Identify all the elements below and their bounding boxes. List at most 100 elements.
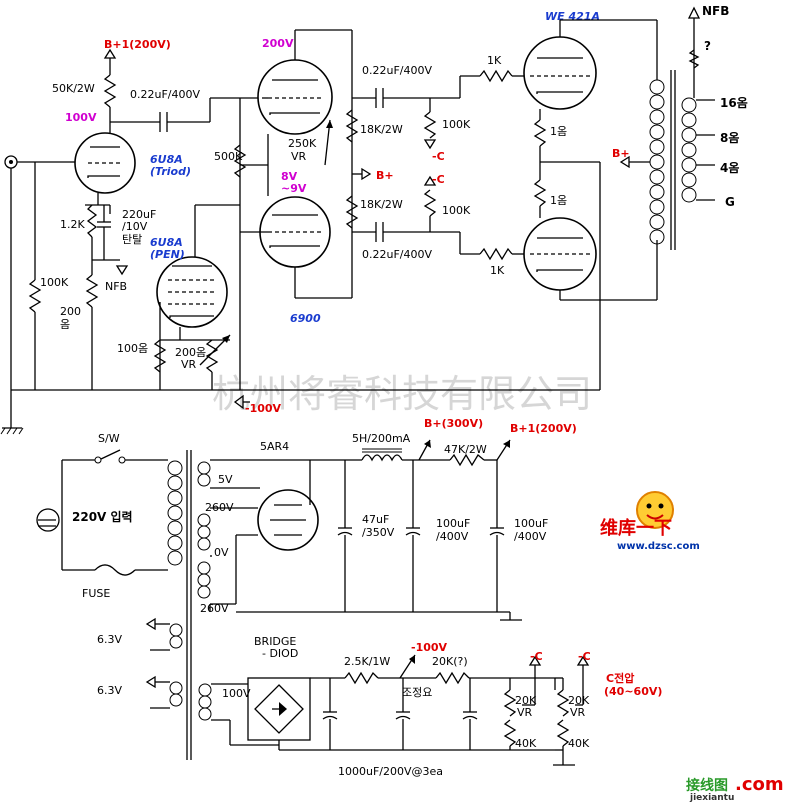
label-minus-c-power-1: -C xyxy=(530,650,543,663)
resistor-1k-bottom xyxy=(479,247,513,261)
tube-6900-upper xyxy=(257,59,333,135)
label-tantal: 탄탈 xyxy=(122,233,142,246)
label-vr20k-1: 20K xyxy=(515,694,537,707)
vr-20k-1 xyxy=(503,689,517,717)
bplus300-arrow xyxy=(424,440,431,448)
resistor-100k-grid-bottom xyxy=(423,189,437,217)
power-switch xyxy=(100,449,121,460)
resistor-40k-2 xyxy=(556,719,570,747)
logo-site: www.dzsc.com xyxy=(617,541,700,552)
tube-we421a-bottom xyxy=(523,217,597,291)
bplus-ot-arrow xyxy=(619,155,630,169)
power-plug-icon xyxy=(36,508,60,532)
label-220uf: 220uF xyxy=(122,208,156,221)
label-tap-4: 4옴 xyxy=(720,160,739,175)
label-pen: (PEN) xyxy=(150,248,185,261)
label-40k-1: 40K xyxy=(515,737,537,750)
label-fuse: FUSE xyxy=(82,587,110,600)
input-jack xyxy=(0,155,24,435)
footer-com: .com xyxy=(735,774,784,795)
minus-c-arrow-1 xyxy=(528,655,542,666)
bplus1-terminal xyxy=(103,48,117,75)
label-220v-input: 220V 입력 xyxy=(72,510,133,524)
heater-arrow-1 xyxy=(145,617,156,631)
label-200: 200 xyxy=(60,305,81,318)
label-6u8a-pen: 6U8A xyxy=(150,236,183,249)
label-tap-16: 16옴 xyxy=(720,95,748,110)
label-minus-c-2: -C xyxy=(432,173,445,186)
vr-200ohm xyxy=(205,339,219,373)
label-5ar4: 5AR4 xyxy=(260,440,289,453)
label-250k: 250K xyxy=(288,137,317,150)
cap-1000uf-3 xyxy=(462,715,478,720)
label-260v-bottom: 260V xyxy=(200,602,229,615)
label-minus-c-power-2: -C xyxy=(578,650,591,663)
resistor-200ohm xyxy=(85,274,99,308)
label-8v: 8V xyxy=(281,170,298,183)
label-40k-2: 40K xyxy=(568,737,590,750)
power-transformer xyxy=(167,450,192,760)
dzsc-logo: 维库一下 www.dzsc.com xyxy=(600,491,700,552)
label-200ohm-vr: 200옴 xyxy=(175,346,206,359)
footer-url: jiexiantu xyxy=(689,793,734,803)
resistor-100ohm xyxy=(153,339,167,373)
label-6-3v-2: 6.3V xyxy=(97,684,122,697)
tube-6u8a-triode xyxy=(74,132,136,194)
nfb-arrow-top xyxy=(687,6,701,19)
label-6-3v-1: 6.3V xyxy=(97,633,122,646)
label-350v: /350V xyxy=(362,526,395,539)
label-20k-q: 20K(?) xyxy=(432,655,468,668)
label-c-voltage: C전압 xyxy=(606,671,634,685)
label-bplus200: B+1(200V) xyxy=(510,422,577,435)
tube-6u8a-pentode xyxy=(156,256,228,328)
resistor-18k-top xyxy=(345,109,359,143)
label-diod: - DIOD xyxy=(262,647,298,660)
label-100uf-2: 100uF xyxy=(514,517,548,530)
label-vr-2: VR xyxy=(291,150,307,163)
resistor-40k-1 xyxy=(503,719,517,747)
label-1-2k: 1.2K xyxy=(60,218,85,231)
cap-100uf-2 xyxy=(489,531,505,536)
label-022uf-bottom: 0.22uF/400V xyxy=(362,248,432,261)
label-2-5k: 2.5K/1W xyxy=(344,655,390,668)
label-022uf-top: 0.22uF/400V xyxy=(362,64,432,77)
heater-arrow-2 xyxy=(145,675,156,689)
tube-6900-lower xyxy=(259,196,331,268)
label-6u8a-triode: 6U8A xyxy=(150,153,183,166)
resistor-nfb-top xyxy=(688,49,700,69)
label-400v-1: /400V xyxy=(436,530,469,543)
resistor-100k-input xyxy=(28,279,42,313)
label-sw: S/W xyxy=(98,432,120,445)
label-bplus-ot: B+ xyxy=(612,147,630,160)
label-triod: (Triod) xyxy=(150,165,191,178)
label-100uf-1: 100uF xyxy=(436,517,470,530)
watermark-text: 杭州将睿科技有限公司 xyxy=(212,372,592,416)
resistor-18k-bottom xyxy=(345,195,359,229)
label-0v: 0V xyxy=(214,546,229,559)
label-022uf-1: 0.22uF/400V xyxy=(130,88,200,101)
resistor-1-2k xyxy=(86,204,98,238)
label-nfb-top: NFB xyxy=(702,4,729,18)
choke-5h xyxy=(361,454,403,462)
label-1ohm-bottom: 1옴 xyxy=(550,194,567,207)
label-minus100v-top: -100V xyxy=(245,402,282,415)
bplus-arrow-mid xyxy=(361,167,372,181)
jiexiantu-logo: 接线图 .com jiexiantu xyxy=(686,774,784,803)
label-47k: 47K/2W xyxy=(444,443,487,456)
label-vr-3: VR xyxy=(517,706,533,719)
label-bridge: BRIDGE xyxy=(254,635,296,648)
resistor-1ohm-bottom xyxy=(533,179,547,207)
label-bplus1-top: B+1(200V) xyxy=(104,38,171,51)
minus-c-arrow-2 xyxy=(576,655,590,666)
label-100v-ac: 100V xyxy=(222,687,251,700)
label-6900: 6900 xyxy=(290,312,321,325)
label-tap-8: 8옴 xyxy=(720,130,739,145)
resistor-1ohm-top xyxy=(533,119,547,147)
label-9v: ~9V xyxy=(281,182,307,195)
label-c-voltage-range: (40~60V) xyxy=(604,685,662,698)
resistor-500k xyxy=(233,144,247,178)
label-1k-top: 1K xyxy=(487,54,502,67)
label-adjust: 조정요 xyxy=(402,686,432,699)
resistor-2-5k xyxy=(344,671,379,685)
